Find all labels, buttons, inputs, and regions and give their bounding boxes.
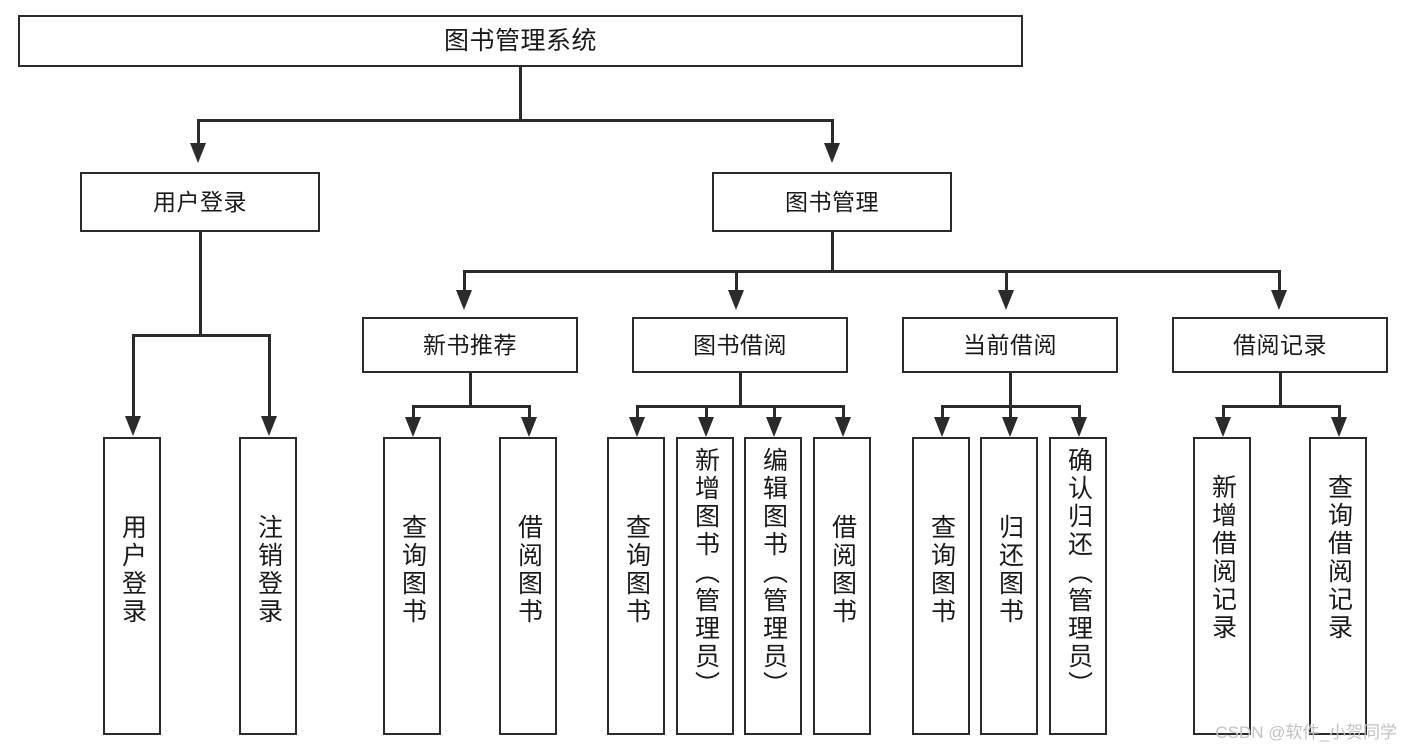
- connector-level1-drop-user: [197, 119, 200, 145]
- node-current-borrow[interactable]: 当前借阅: [902, 317, 1118, 373]
- connector-book-borrow-drop-3: [773, 405, 776, 419]
- node-label: 查询借阅记录: [1324, 474, 1353, 642]
- node-label: 查询图书: [398, 514, 427, 626]
- leaf-borrow-book[interactable]: 借阅图书: [813, 437, 871, 735]
- arrow-to-leaf-edit-book: [766, 417, 782, 437]
- connector-book-borrow-drop-1: [636, 405, 639, 419]
- leaf-query-borrow-record[interactable]: 查询借阅记录: [1309, 437, 1367, 735]
- connector-book-borrow-drop-4: [842, 405, 845, 419]
- connector-level2-drop-2: [735, 270, 738, 292]
- arrow-to-book-management: [824, 143, 840, 163]
- node-label: 新书推荐: [423, 331, 517, 358]
- leaf-add-borrow-record[interactable]: 新增借阅记录: [1193, 437, 1251, 735]
- node-label: 图书管理系统: [443, 26, 597, 55]
- arrow-to-leaf-confirm-return: [1071, 417, 1087, 437]
- connector-user-login-stem: [199, 232, 202, 336]
- node-label: 查询图书: [927, 514, 956, 626]
- connector-current-borrow-drop-3: [1078, 405, 1081, 419]
- node-label: 注销登录: [254, 514, 283, 626]
- arrow-to-leaf-user-login: [125, 416, 141, 436]
- connector-user-login-drop-2: [268, 334, 271, 418]
- leaf-borrow-query-book[interactable]: 查询图书: [607, 437, 665, 735]
- node-label: 查询图书: [622, 514, 651, 626]
- leaf-edit-book-admin[interactable]: 编辑图书（管理员）: [744, 437, 802, 735]
- arrow-to-new-book: [456, 290, 472, 310]
- node-borrow-record[interactable]: 借阅记录: [1172, 317, 1388, 373]
- arrow-to-leaf-query-book-3: [934, 417, 950, 437]
- connector-user-login-bus: [132, 334, 268, 337]
- connector-level2-bus: [463, 270, 1280, 273]
- connector-level1-bus: [197, 119, 833, 122]
- arrow-to-leaf-borrow-book-2: [835, 417, 851, 437]
- connector-borrow-record-drop-2: [1338, 405, 1341, 419]
- connector-level2-drop-1: [463, 270, 466, 292]
- arrow-to-leaf-borrow-book-1: [521, 417, 537, 437]
- connector-book-management-stem: [831, 232, 834, 272]
- connector-new-book-bus: [412, 405, 528, 408]
- connector-book-borrow-bus: [636, 405, 842, 408]
- connector-level2-drop-4: [1278, 270, 1281, 292]
- node-label: 归还图书: [995, 514, 1024, 626]
- node-label: 当前借阅: [963, 331, 1057, 358]
- node-book-management[interactable]: 图书管理: [712, 172, 952, 232]
- node-user-login[interactable]: 用户登录: [80, 172, 320, 232]
- connector-new-book-drop-1: [412, 405, 415, 419]
- node-root-book-management-system[interactable]: 图书管理系统: [18, 15, 1023, 67]
- leaf-user-login[interactable]: 用户登录: [103, 437, 161, 735]
- connector-borrow-record-drop-1: [1222, 405, 1225, 419]
- leaf-current-query-book[interactable]: 查询图书: [912, 437, 970, 735]
- arrow-to-book-borrow: [728, 290, 744, 310]
- node-label: 图书借阅: [693, 331, 787, 358]
- node-label: 借阅图书: [828, 514, 857, 626]
- leaf-new-book-borrow[interactable]: 借阅图书: [499, 437, 557, 735]
- arrow-to-leaf-add-book: [698, 417, 714, 437]
- arrow-to-user-login: [190, 143, 206, 163]
- connector-user-login-drop-1: [132, 334, 135, 418]
- arrow-to-leaf-return-book: [1002, 417, 1018, 437]
- connector-new-book-drop-2: [528, 405, 531, 419]
- node-label: 编辑图书（管理员）: [759, 447, 788, 699]
- connector-current-borrow-stem: [1009, 373, 1012, 407]
- arrow-to-leaf-query-book-2: [629, 417, 645, 437]
- node-label: 新增图书（管理员）: [691, 447, 720, 699]
- leaf-confirm-return-admin[interactable]: 确认归还（管理员）: [1049, 437, 1107, 735]
- connector-borrow-record-stem: [1279, 373, 1282, 407]
- node-label: 借阅记录: [1233, 331, 1327, 358]
- leaf-add-book-admin[interactable]: 新增图书（管理员）: [676, 437, 734, 735]
- arrow-to-leaf-add-record: [1215, 417, 1231, 437]
- arrow-to-borrow-record: [1271, 290, 1287, 310]
- leaf-return-book[interactable]: 归还图书: [980, 437, 1038, 735]
- connector-current-borrow-drop-2: [1009, 405, 1012, 419]
- connector-level2-drop-3: [1005, 270, 1008, 292]
- connector-borrow-record-bus: [1222, 405, 1338, 408]
- node-new-book-recommend[interactable]: 新书推荐: [362, 317, 578, 373]
- node-label: 确认归还（管理员）: [1064, 447, 1093, 699]
- connector-book-borrow-drop-2: [705, 405, 708, 419]
- arrow-to-current-borrow: [998, 290, 1014, 310]
- node-label: 用户登录: [153, 188, 247, 215]
- node-label: 借阅图书: [514, 514, 543, 626]
- node-label: 用户登录: [118, 514, 147, 626]
- leaf-logout[interactable]: 注销登录: [239, 437, 297, 735]
- watermark: CSDN @软件_小贺同学: [1215, 723, 1397, 742]
- connector-level1-drop-book: [831, 119, 834, 145]
- arrow-to-leaf-query-book-1: [405, 417, 421, 437]
- arrow-to-leaf-logout: [261, 416, 277, 436]
- arrow-to-leaf-query-record: [1331, 417, 1347, 437]
- connector-new-book-stem: [469, 373, 472, 407]
- node-label: 图书管理: [785, 188, 879, 215]
- node-book-borrow[interactable]: 图书借阅: [632, 317, 848, 373]
- connector-book-borrow-stem: [739, 373, 742, 407]
- connector-current-borrow-drop-1: [941, 405, 944, 419]
- connector-root-stem: [519, 67, 522, 120]
- node-label: 新增借阅记录: [1208, 474, 1237, 642]
- leaf-new-book-query[interactable]: 查询图书: [383, 437, 441, 735]
